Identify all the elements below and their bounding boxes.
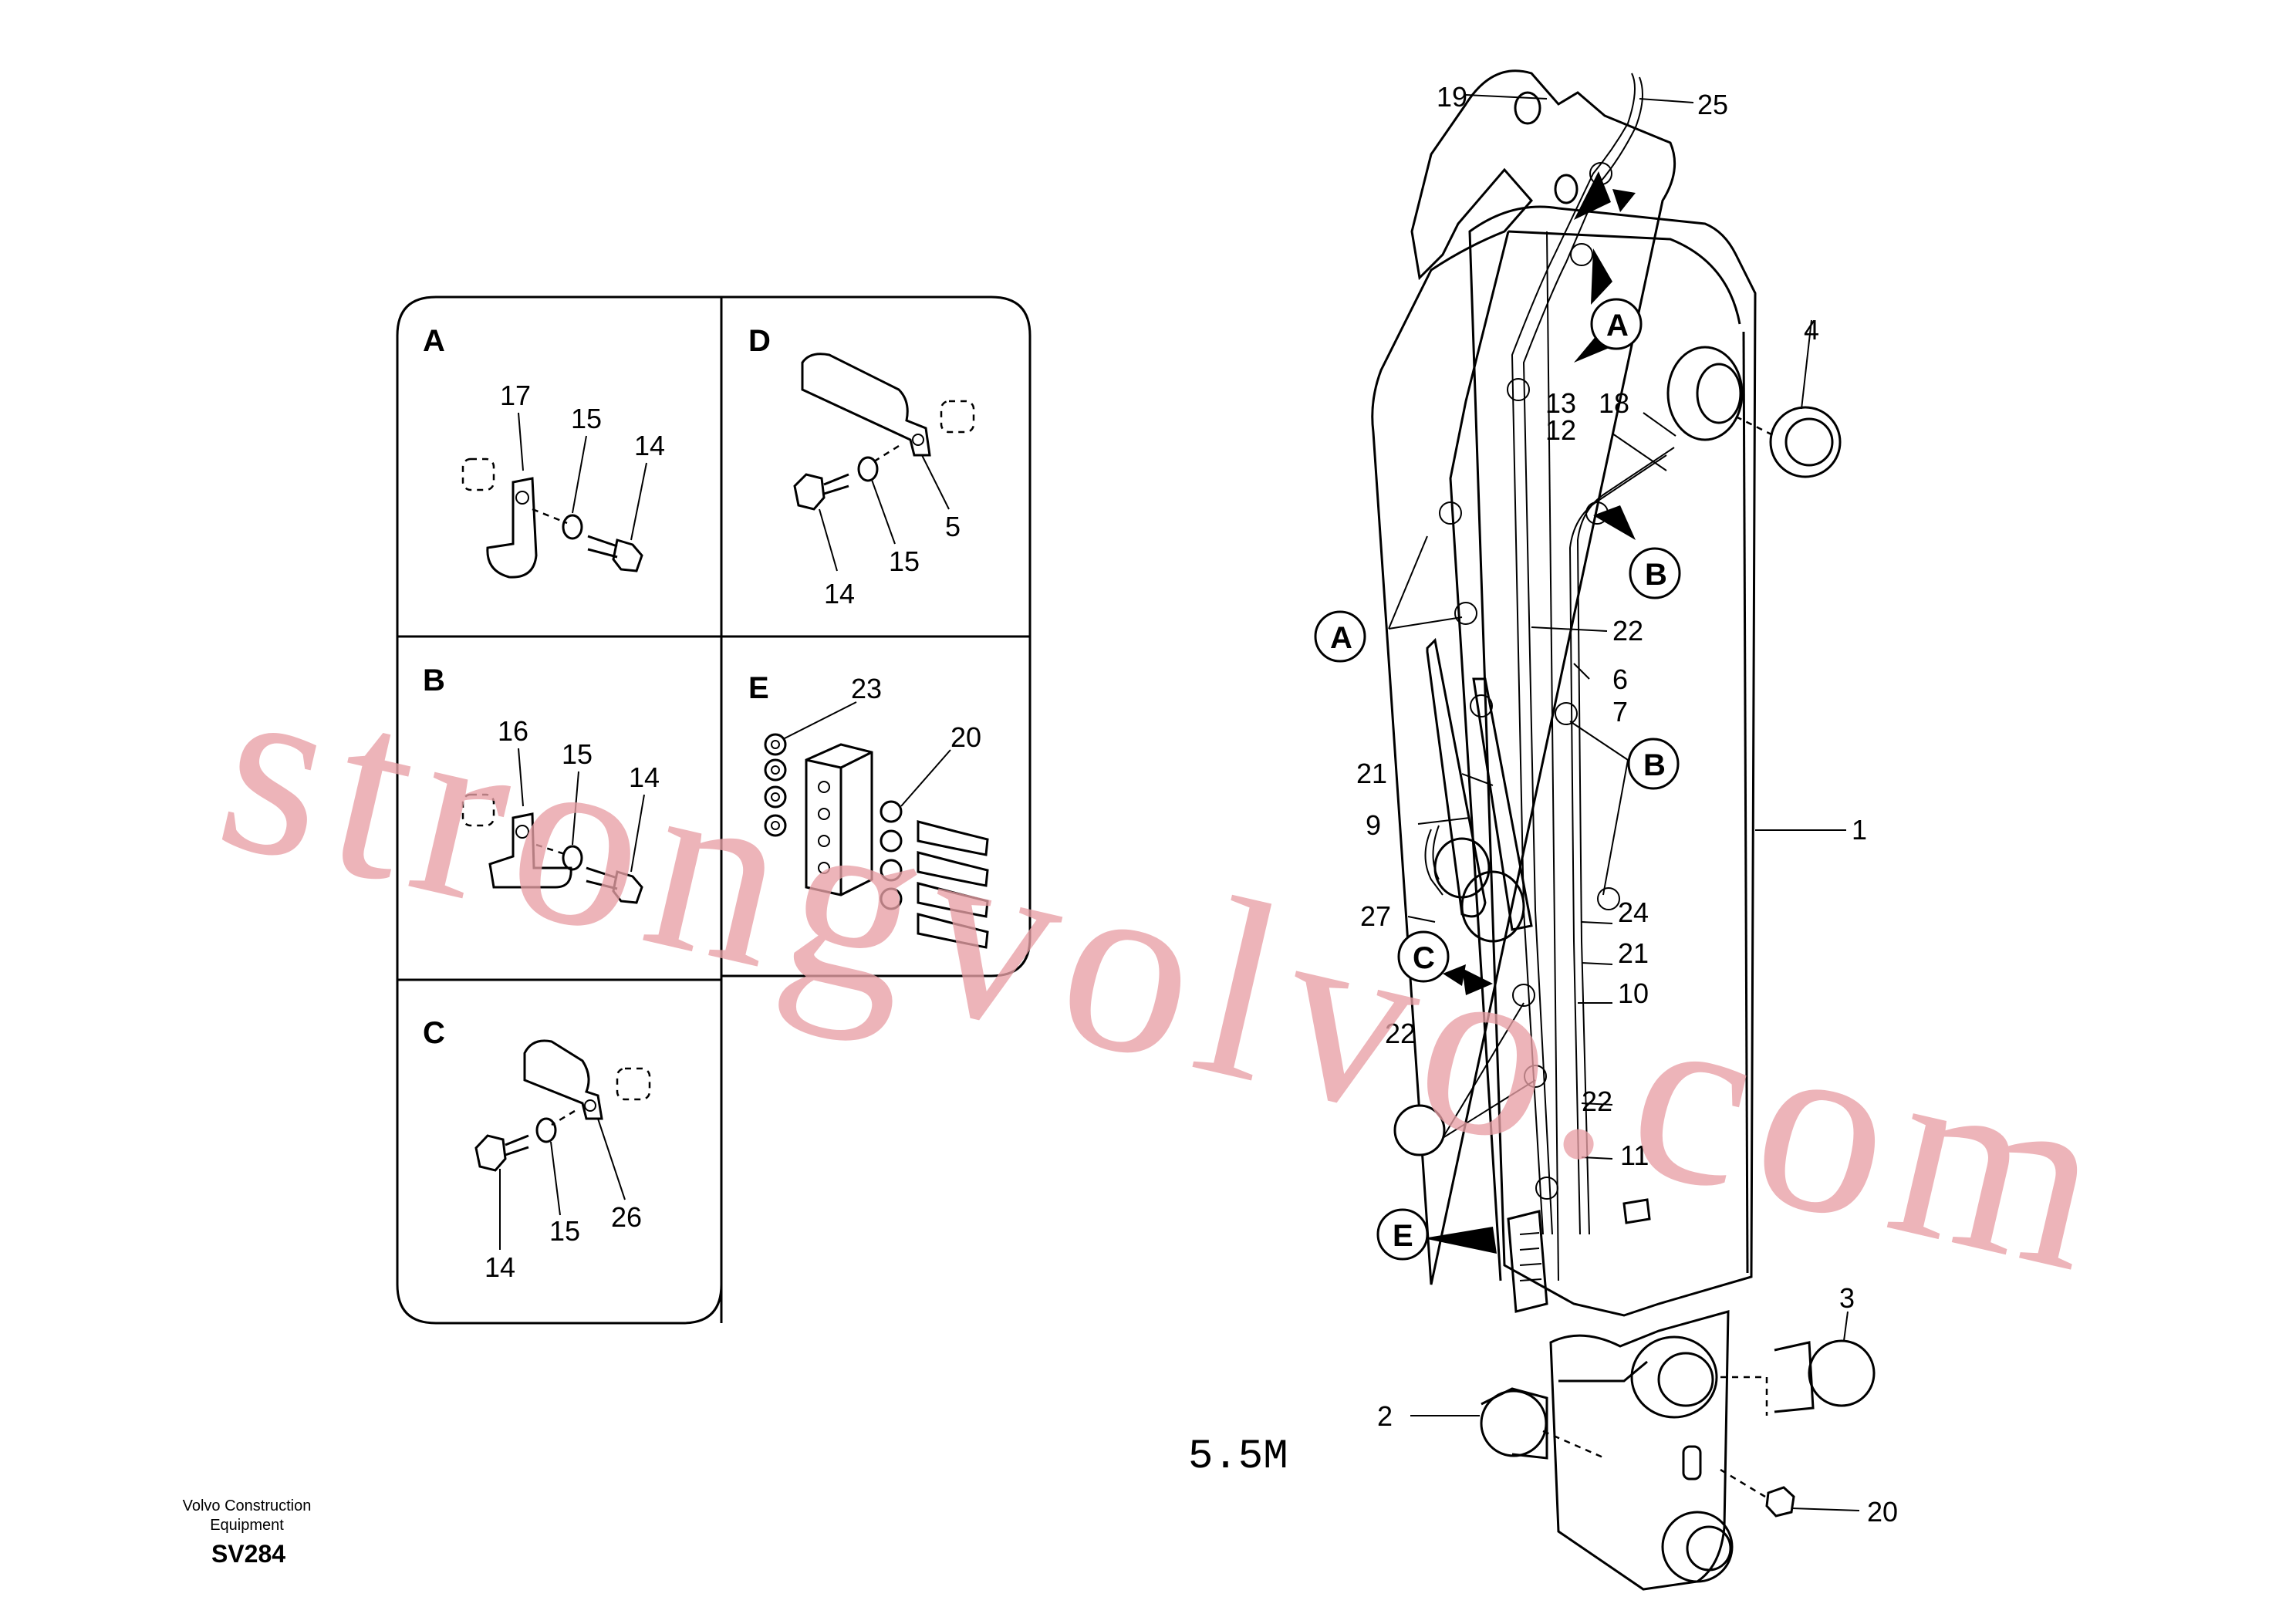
callout-2: 2: [1377, 1400, 1393, 1432]
fittings-group-right: [880, 800, 989, 949]
callout-9: 9: [1366, 809, 1381, 841]
panel-b: B 16 15 14: [423, 663, 660, 904]
callout-12: 12: [1545, 414, 1576, 446]
leader-lines: [1388, 94, 1860, 1511]
callout-23: 23: [851, 673, 882, 704]
callout-24: 24: [1618, 896, 1649, 928]
brand-sub: Equipment: [210, 1517, 284, 1534]
callout-26: 26: [611, 1201, 642, 1233]
panel-c: C 26 15 14: [423, 1016, 651, 1283]
arm-assembly: [1371, 69, 1876, 1591]
brand-block: Volvo Construction Equipment SV284: [183, 1497, 312, 1568]
callout-15: 15: [562, 738, 593, 770]
callout-3: 3: [1839, 1282, 1855, 1314]
callout-18: 18: [1599, 387, 1629, 419]
callout-15: 15: [549, 1215, 580, 1247]
panel-a: A 17 15 14: [423, 324, 665, 579]
callout-16: 16: [498, 715, 528, 747]
callout-7: 7: [1612, 696, 1628, 728]
callout-21: 21: [1356, 758, 1387, 789]
marker-a-left: A: [1330, 621, 1352, 655]
callout-27: 27: [1360, 900, 1391, 932]
callout-19: 19: [1437, 81, 1467, 113]
marker-b-right: B: [1643, 748, 1666, 782]
nuts-group-left: [764, 733, 787, 837]
callout-1: 1: [1852, 814, 1867, 846]
callout-15: 15: [889, 545, 920, 577]
panel-label-e: E: [748, 671, 769, 705]
marker-c-left: C: [1413, 941, 1435, 975]
watermark: strongvolvo.com: [198, 620, 2139, 1329]
callout-4: 4: [1804, 314, 1819, 346]
marker-b-top: B: [1645, 558, 1667, 592]
callout-10: 10: [1618, 977, 1649, 1009]
brand-name: Volvo Construction: [183, 1497, 312, 1514]
callout-14: 14: [634, 430, 665, 461]
marker-a-top: A: [1606, 309, 1629, 343]
panel-label-d: D: [748, 324, 771, 358]
callout-20: 20: [950, 721, 981, 753]
callout-21: 21: [1618, 937, 1649, 969]
diagram-code: SV284: [211, 1540, 285, 1568]
callout-14: 14: [824, 578, 855, 609]
callout-13: 13: [1545, 387, 1576, 419]
view-markers: A B A B C E: [1314, 298, 1681, 1261]
panel-label-a: A: [423, 324, 445, 358]
callout-11: 11: [1620, 1140, 1649, 1171]
callout-14: 14: [485, 1251, 515, 1283]
panel-label-c: C: [423, 1016, 445, 1050]
boom-length-label: 5.5M: [1188, 1433, 1288, 1481]
callout-22: 22: [1582, 1085, 1612, 1117]
callout-25: 25: [1697, 89, 1728, 120]
callout-5: 5: [945, 511, 961, 542]
panel-label-b: B: [423, 663, 445, 697]
callout-6: 6: [1612, 663, 1628, 695]
callout-14: 14: [629, 761, 660, 793]
callout-22: 22: [1612, 615, 1643, 647]
callout-20: 20: [1867, 1496, 1898, 1528]
marker-e-left: E: [1393, 1219, 1413, 1253]
callout-22: 22: [1385, 1018, 1416, 1049]
panel-d: D 5 15 14: [748, 324, 975, 609]
callout-15: 15: [571, 403, 602, 434]
panel-e: E 23 20: [748, 671, 989, 949]
callout-17: 17: [500, 380, 531, 411]
detail-panels: [396, 295, 1032, 1325]
main-callouts: 19 25 4 13 18 12 22 6 7 21 9 27 24 21 10…: [1356, 81, 1898, 1528]
